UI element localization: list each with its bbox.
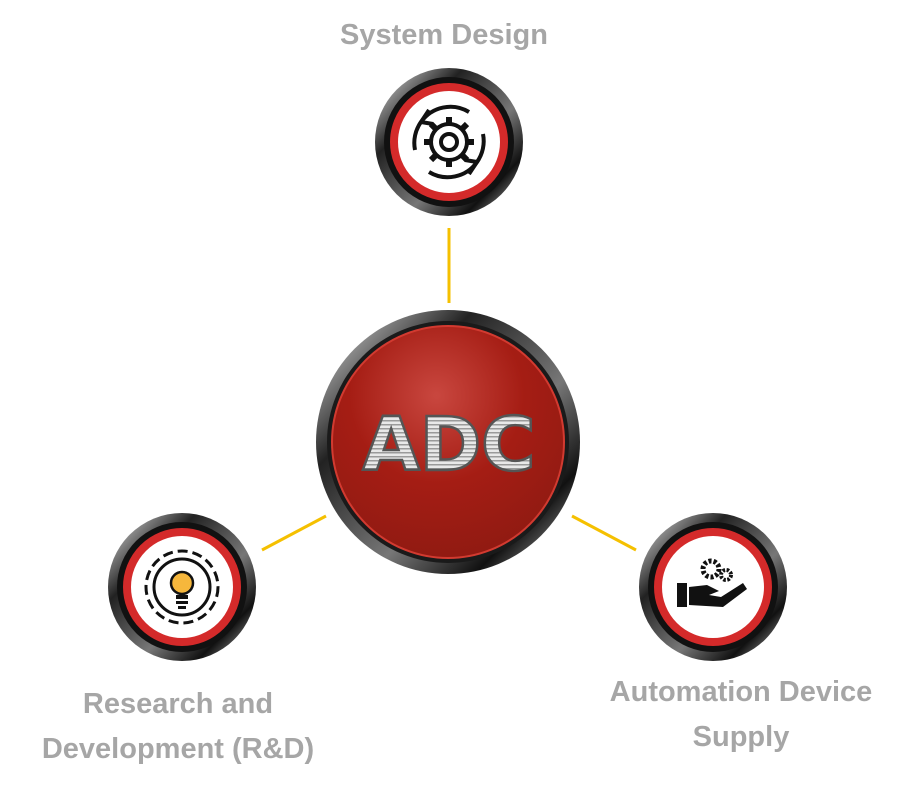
label-line: Research and [82, 688, 274, 720]
node-research-development[interactable] [108, 513, 256, 661]
node-automation-device-supply[interactable] [639, 513, 787, 661]
lightbulb-gear-icon [144, 549, 220, 625]
label-line: Development (R&D) [41, 733, 315, 765]
label-line: Supply [692, 721, 790, 753]
label-line: Automation Device [609, 676, 873, 708]
center-node-adc[interactable]: ADC [316, 310, 580, 574]
hand-gears-icon [677, 558, 747, 607]
connector-right [571, 514, 637, 552]
label-research-development: Research and Development (R&D) [0, 682, 356, 772]
node-system-design[interactable] [375, 68, 523, 216]
connector-left [261, 514, 327, 552]
label-system-design: System Design [340, 19, 548, 51]
connector-lines [261, 228, 637, 552]
gear-cycle-icon [412, 104, 486, 180]
label-automation-device-supply: Automation Device Supply [582, 670, 900, 760]
center-label: ADC [362, 402, 535, 488]
